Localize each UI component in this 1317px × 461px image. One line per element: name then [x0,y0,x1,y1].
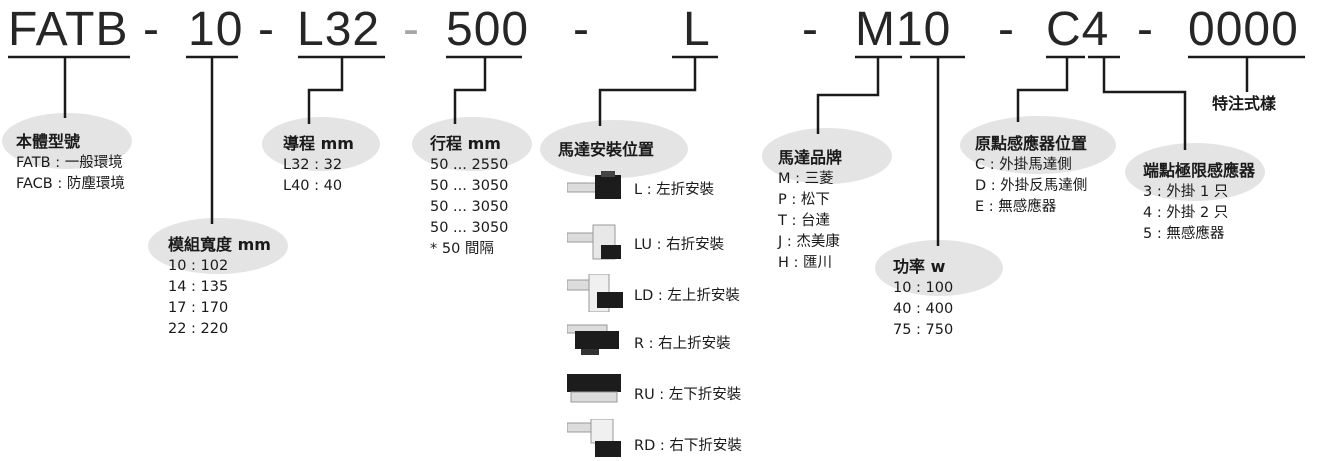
stroke-item: 50 ... 2550 [430,157,509,173]
model-title: 本體型號 [16,132,81,151]
connector-stroke [453,57,487,124]
block-lead: 導程 mm L32 : 32 L40 : 40 [283,133,354,197]
mount-title: 馬達安裝位置 [558,140,655,159]
connector-origin [1016,57,1069,122]
motor-image-ru [567,372,625,410]
block-model: 本體型號 FATB : 一般環境 FACB : 防塵環境 [16,131,125,195]
code-lead: L32 [297,3,381,56]
bubble-width [148,218,288,274]
motor-image-r [566,321,625,359]
stroke-item: 50 ... 3050 [430,178,509,194]
power-item: 75 : 750 [893,322,954,338]
code-dash-6: - [998,3,1015,56]
model-item: FATB : 一般環境 [16,155,123,171]
block-mount-title: 馬達安裝位置 [558,139,654,161]
limit-title: 端點極限感應器 [1143,161,1256,180]
lead-title: 導程 mm [283,134,354,153]
code-dash-1: - [143,3,160,56]
block-width: 模組寬度 mm 10 : 102 14 : 135 17 : 170 22 : … [168,234,271,340]
origin-item: E : 無感應器 [975,199,1057,215]
width-item: 17 : 170 [168,300,229,316]
limit-item: 5 : 無感應器 [1143,226,1225,242]
code-stroke: 500 [446,3,530,56]
brand-item: J : 杰美康 [778,234,840,250]
origin-item: C : 外掛馬達側 [975,157,1072,173]
limit-item: 4 : 外掛 2 只 [1143,205,1229,221]
connector-mount [598,57,697,126]
mount-option: LD : 左上折安裝 [634,288,740,304]
bubble-limit [1125,143,1265,201]
bubble-lead [262,117,380,171]
bubble-model [2,113,132,169]
bubble-brand [762,128,892,184]
stroke-item: 50 ... 3050 [430,220,509,236]
block-origin: 原點感應器位置 C : 外掛馬達側 D : 外掛反馬達側 E : 無感應器 [975,133,1087,218]
mount-option: RU : 左下折安裝 [634,387,742,403]
code-sensor: C4 [1046,3,1110,56]
code-mount: L [683,3,711,56]
mount-option: L : 左折安裝 [634,182,715,198]
width-title: 模組寬度 mm [168,235,271,254]
mount-option: RD : 右下折安裝 [634,438,742,454]
block-limit: 端點極限感應器 3 : 外掛 1 只 4 : 外掛 2 只 5 : 無感應器 [1143,160,1255,245]
mount-option: R : 右上折安裝 [634,336,731,352]
block-brand: 馬達品牌 M : 三菱 P : 松下 T : 台達 J : 杰美康 H : 匯川 [778,147,842,274]
stroke-item: * 50 間隔 [430,241,494,257]
model-item: FACB : 防塵環境 [16,176,125,192]
code-brand-power: M10 [855,3,952,56]
brand-item: H : 匯川 [778,255,833,271]
origin-title: 原點感應器位置 [975,134,1088,153]
code-dash-3: - [403,3,420,56]
mount-option: LU : 右折安裝 [634,237,725,253]
bubble-origin [960,116,1116,174]
lead-item: L40 : 40 [283,178,343,194]
code-special: 0000 [1188,3,1299,56]
block-special: 特注式樣 [1212,93,1276,115]
power-item: 10 : 100 [893,280,954,296]
block-stroke: 行程 mm 50 ... 2550 50 ... 3050 50 ... 305… [430,133,508,260]
bubble-stroke [412,117,532,171]
motor-image-l [566,169,625,207]
stroke-title: 行程 mm [430,134,501,153]
bubble-mount [540,120,688,178]
brand-item: P : 松下 [778,192,830,208]
special-title: 特注式樣 [1212,94,1277,113]
block-power: 功率 w 10 : 100 40 : 400 75 : 750 [893,256,953,341]
brand-title: 馬達品牌 [778,148,843,167]
brand-item: M : 三菱 [778,171,834,187]
limit-item: 3 : 外掛 1 只 [1143,184,1229,200]
code-series: FATB [8,3,129,56]
stroke-item: 50 ... 3050 [430,199,509,215]
code-dash-7: - [1137,3,1154,56]
lead-item: L32 : 32 [283,157,343,173]
power-title: 功率 w [893,257,946,276]
connector-brand [816,57,880,134]
connector-limit [1102,57,1187,150]
code-dash-4: - [573,3,590,56]
power-item: 40 : 400 [893,301,954,317]
width-item: 22 : 220 [168,321,229,337]
code-dash-2: - [258,3,275,56]
motor-image-lu [566,223,625,261]
motor-image-rd [566,418,625,457]
brand-item: T : 台達 [778,213,830,229]
width-item: 14 : 135 [168,279,229,295]
width-item: 10 : 102 [168,258,229,274]
code-width: 10 [188,3,244,56]
origin-item: D : 外掛反馬達側 [975,178,1088,194]
bubble-power [875,240,1003,296]
connector-lead [307,57,344,124]
motor-image-ld [566,273,625,313]
code-dash-5: - [802,3,819,56]
